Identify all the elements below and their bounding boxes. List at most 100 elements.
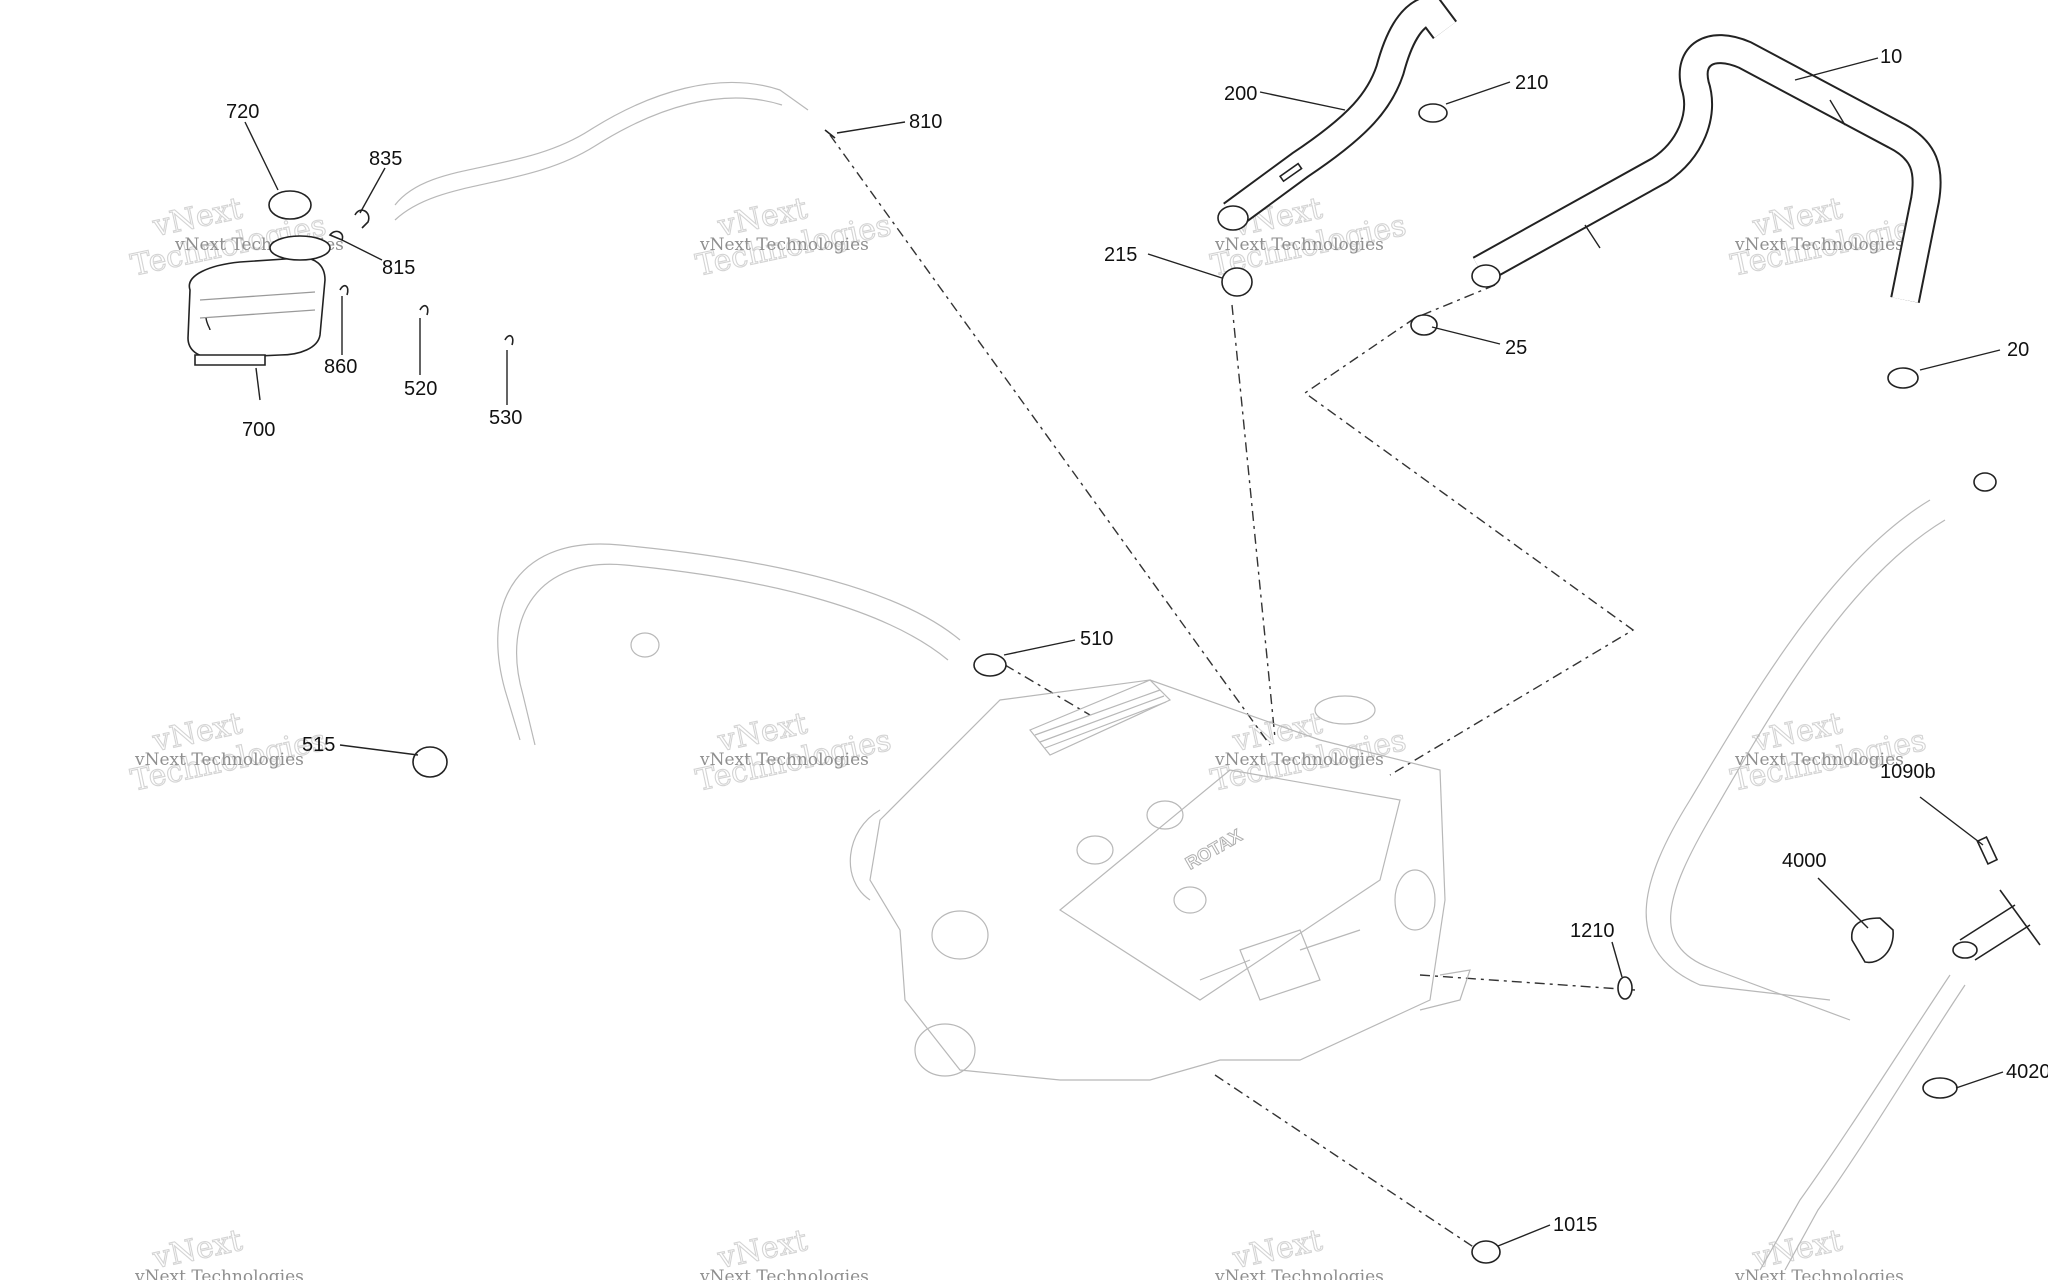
- clamp-1015: [1471, 1240, 1501, 1264]
- watermark-small: vNext Technologies: [699, 235, 869, 255]
- clamp-4020: [1922, 1077, 1958, 1099]
- watermark-small: vNext Technologies: [1734, 235, 1904, 255]
- spark-plug-well-2: [1146, 800, 1184, 830]
- leader-1090b: [1919, 796, 1984, 846]
- intake-manifold: [1029, 679, 1172, 756]
- reservoir-detail: [205, 317, 211, 331]
- coolant-hose-510: [497, 543, 961, 741]
- reservoir-neck: [269, 235, 331, 261]
- clamp-215: [1221, 267, 1253, 297]
- callout-4000: 4000: [1782, 850, 1827, 872]
- leader-25: [1431, 326, 1501, 345]
- watermarks: vNext Technologies vNext Technologies vN…: [127, 191, 1930, 1280]
- assembly-line-1015: [1214, 1074, 1479, 1251]
- leader-215: [1147, 253, 1223, 279]
- clip-810: [824, 129, 836, 139]
- callout-labels: 10 20 25 200 210 215 510 515 520 530 700…: [226, 46, 2048, 1236]
- leader-20: [1919, 349, 2001, 371]
- vent-hose-edge: [394, 97, 783, 221]
- callout-700: 700: [242, 419, 275, 441]
- callout-1015: 1015: [1553, 1214, 1598, 1236]
- callout-215: 215: [1104, 244, 1137, 266]
- coolant-hose-right: [1645, 499, 1931, 1001]
- clamp-25: [1410, 314, 1438, 336]
- clamp-510: [973, 653, 1007, 677]
- watermark-small: vNext Technologies: [1734, 1267, 1904, 1280]
- leader-515: [339, 744, 419, 756]
- callout-25: 25: [1505, 337, 1527, 359]
- callout-860: 860: [324, 356, 357, 378]
- hose-band: [630, 632, 660, 658]
- clip-835: [354, 209, 370, 229]
- tee-fitting-end: [1952, 941, 1978, 959]
- callout-515: 515: [302, 734, 335, 756]
- coolant-hose-510-edge: [515, 563, 949, 746]
- assembly-line-25-upper: [1414, 284, 1496, 319]
- assembly-line-215: [1231, 304, 1276, 739]
- hose-10-end: [1471, 264, 1501, 288]
- hose-200-body: [1224, 0, 1456, 226]
- watermark-small: vNext Technologies: [134, 1267, 304, 1280]
- callout-4020: 4020: [2006, 1061, 2048, 1083]
- watermark-small: vNext Technologies: [1214, 1267, 1384, 1280]
- reservoir-ribs: [199, 291, 316, 319]
- oil-cap: [1173, 886, 1207, 914]
- callout-200: 200: [1224, 83, 1257, 105]
- clip-530: [504, 334, 514, 346]
- clips: [328, 129, 836, 346]
- watermark-small: vNext Technologies: [1214, 235, 1384, 255]
- leader-810: [836, 121, 906, 134]
- engine-mount: [1419, 969, 1471, 1011]
- callout-835: 835: [369, 148, 402, 170]
- throttle-body: [1394, 869, 1436, 931]
- leader-835: [359, 167, 386, 214]
- tee-fitting: [1959, 889, 2041, 961]
- leader-4020: [1955, 1071, 2004, 1089]
- hose-200: [1217, 0, 1457, 231]
- coolant-reservoir: [187, 190, 331, 366]
- clamp-4000: [1851, 917, 1894, 964]
- callout-815: 815: [382, 257, 415, 279]
- clamp-20: [1887, 367, 1919, 389]
- callout-510: 510: [1080, 628, 1113, 650]
- clip-520: [419, 304, 429, 316]
- watermark-small: vNext Technologies: [1734, 750, 1904, 770]
- hose-10-body: [1473, 36, 1940, 303]
- valve-cover: [1058, 769, 1401, 1001]
- watermark-small: vNext Technologies: [699, 750, 869, 770]
- callout-20: 20: [2007, 339, 2029, 361]
- leader-510: [1003, 639, 1076, 656]
- clamps: [412, 103, 2041, 1264]
- leader-lines: [244, 57, 2004, 1247]
- wiring-harness: [849, 809, 881, 901]
- callout-720: 720: [226, 101, 259, 123]
- spark-plug-well-1: [1076, 835, 1114, 865]
- assembly-line-25: [1303, 317, 1635, 776]
- engine-outline: [869, 679, 1446, 1081]
- clamp-right: [1973, 472, 1997, 492]
- coolant-hose-lower-edge: [1784, 984, 1966, 1271]
- callout-1090b: 1090b: [1880, 761, 1936, 783]
- engine-brand-logo: ROTAX: [1182, 825, 1245, 873]
- callout-210: 210: [1515, 72, 1548, 94]
- lower-pulley: [914, 1023, 976, 1077]
- coolant-hose-lower: [1759, 974, 1951, 1271]
- hoses: [394, 81, 1966, 1271]
- clamp-515: [412, 746, 448, 778]
- clamp-210: [1418, 103, 1448, 123]
- leader-210: [1445, 81, 1511, 105]
- leader-720: [244, 121, 279, 191]
- watermark-small: vNext Technologies: [699, 1267, 869, 1280]
- hose-200-mark: [1278, 162, 1303, 183]
- callout-530: 530: [489, 407, 522, 429]
- watermark-small: vNext Technologies: [1214, 750, 1384, 770]
- callout-10: 10: [1880, 46, 1902, 68]
- pressure-cap: [268, 190, 312, 220]
- leader-1015: [1497, 1224, 1551, 1247]
- thermostat-housing: [1314, 695, 1376, 725]
- vent-hose: [394, 81, 809, 206]
- clamp-1210: [1617, 976, 1633, 1000]
- watermark-small: vNext Technologies: [134, 750, 304, 770]
- hose-200-end: [1217, 205, 1249, 231]
